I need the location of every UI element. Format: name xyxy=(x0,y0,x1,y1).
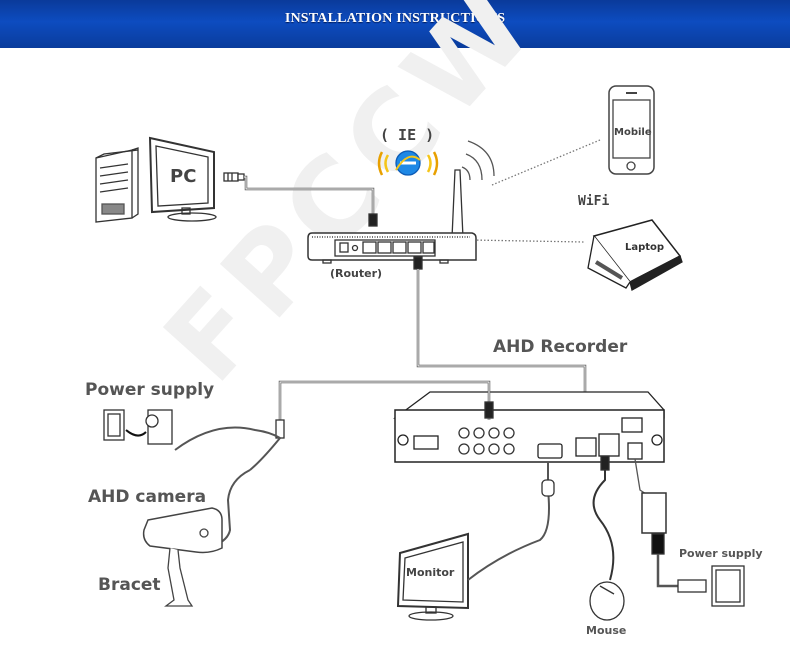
recorder-label: AHD Recorder xyxy=(493,337,628,357)
camera-power-label: Power supply xyxy=(85,380,215,400)
laptop-icon xyxy=(587,219,683,291)
bnc-ports xyxy=(458,427,515,455)
bracket-label: Bracet xyxy=(98,575,161,595)
router-icon xyxy=(307,169,477,264)
ie-browser-icon xyxy=(377,150,439,176)
mouse-icon xyxy=(589,455,625,621)
camera-power-adapter-icon xyxy=(103,409,173,445)
ie-label: ( IE ) xyxy=(380,126,435,144)
monitor-icon xyxy=(396,462,555,621)
ahd-camera-icon xyxy=(142,507,223,607)
wifi-link-mobile xyxy=(491,139,601,186)
monitor-label: Monitor xyxy=(406,566,455,579)
laptop-label: Laptop xyxy=(625,242,665,253)
ahd-recorder-icon xyxy=(393,391,665,463)
header-banner: INSTALLATION INSTRUCTIONS xyxy=(0,0,790,48)
recorder-power-adapter-icon xyxy=(634,458,745,607)
wifi-waves-icon xyxy=(461,140,495,181)
pc-label: PC xyxy=(170,166,197,187)
pc-monitor-icon xyxy=(148,136,217,222)
wifi-link-laptop xyxy=(469,239,585,243)
mouse-label: Mouse xyxy=(586,624,627,637)
wifi-label: WiFi xyxy=(578,194,610,209)
pc-cable xyxy=(223,172,378,227)
connection-diagram xyxy=(95,85,745,621)
camera-label: AHD camera xyxy=(88,487,207,507)
pc-tower-icon xyxy=(95,147,139,223)
recorder-power-label: Power supply xyxy=(679,547,763,560)
mobile-label: Mobile xyxy=(614,127,652,138)
router-label: (Router) xyxy=(330,267,383,280)
mobile-phone-icon xyxy=(608,85,655,175)
header-title: INSTALLATION INSTRUCTIONS xyxy=(284,11,506,26)
